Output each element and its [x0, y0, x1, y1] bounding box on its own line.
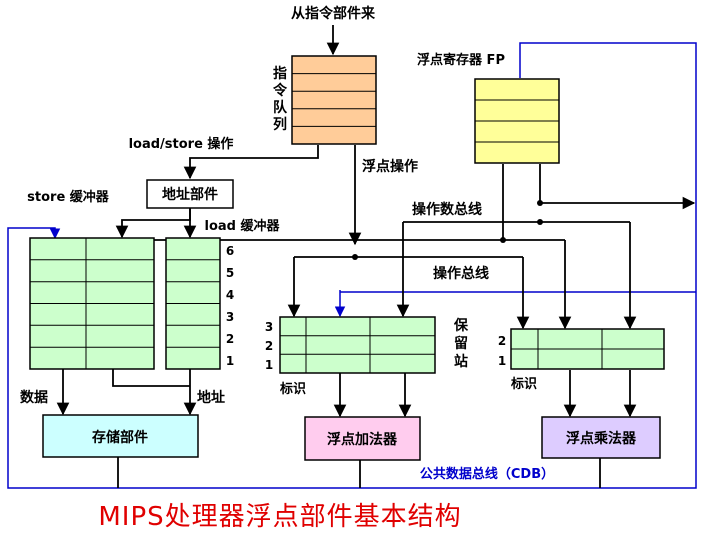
junction-dots	[352, 200, 543, 260]
load-buffer-number: 5	[226, 266, 234, 280]
fp-registers-label: 浮点寄存器 FP	[417, 52, 505, 68]
load-buffer-number: 2	[226, 332, 234, 346]
multiplier-reservation-station	[510, 328, 665, 370]
data-label: 数据	[20, 389, 48, 406]
add-rs-number: 2	[265, 339, 273, 353]
from-instruction-unit-label: 从指令部件来	[291, 5, 376, 22]
cdb-line	[7, 42, 697, 489]
address-unit-label: 地址部件	[162, 186, 218, 203]
operation-bus-label: 操作总线	[433, 265, 489, 282]
load-buffer-number: 1	[226, 354, 234, 368]
adder-tag-label: 标识	[279, 381, 306, 397]
fp-registers	[474, 78, 560, 164]
diagram-caption: MIPS处理器浮点部件基本结构	[98, 502, 462, 532]
queue-label-char-2: 令	[272, 82, 288, 99]
load-buffer-label: load 缓冲器	[205, 218, 281, 234]
add-rs-number: 3	[265, 320, 273, 334]
instruction-queue	[291, 55, 377, 145]
reservation-station-char-1: 保	[453, 317, 469, 334]
address-label: 地址	[197, 389, 225, 406]
queue-label-char-3: 队	[273, 99, 288, 116]
fp-multiplier-label: 浮点乘法器	[566, 430, 637, 447]
operand-bus-label: 操作数总线	[412, 201, 482, 218]
load-buffer-number: 6	[226, 244, 234, 258]
load-buffer-number: 3	[226, 310, 234, 324]
load-buffer-number: 4	[226, 288, 234, 302]
load-buffer	[165, 237, 221, 370]
cdb-label: 公共数据总线（CDB）	[420, 466, 554, 482]
fp-adder-label: 浮点加法器	[327, 431, 398, 448]
store-buffer	[29, 237, 155, 370]
load-store-op-label: load/store 操作	[129, 136, 234, 152]
fp-adder-box	[304, 416, 421, 461]
mul-rs-number: 1	[498, 354, 506, 368]
wiring	[56, 25, 696, 488]
store-buffer-label: store 缓冲器	[27, 189, 110, 205]
fp-multiplier-box	[541, 416, 661, 459]
mul-rs-number: 2	[498, 334, 506, 348]
address-unit-box	[146, 179, 234, 209]
queue-label-char-4: 列	[273, 116, 287, 133]
reservation-station-char-2: 留	[454, 335, 468, 352]
reservation-station-char-3: 站	[454, 353, 468, 370]
add-rs-number: 1	[265, 358, 273, 372]
memory-unit-label: 存储部件	[92, 429, 148, 446]
queue-label-char-1: 指	[273, 65, 287, 82]
fp-operation-label: 浮点操作	[362, 158, 418, 175]
memory-unit-box	[42, 414, 199, 458]
multiplier-tag-label: 标识	[510, 376, 537, 392]
adder-reservation-station	[279, 316, 436, 374]
